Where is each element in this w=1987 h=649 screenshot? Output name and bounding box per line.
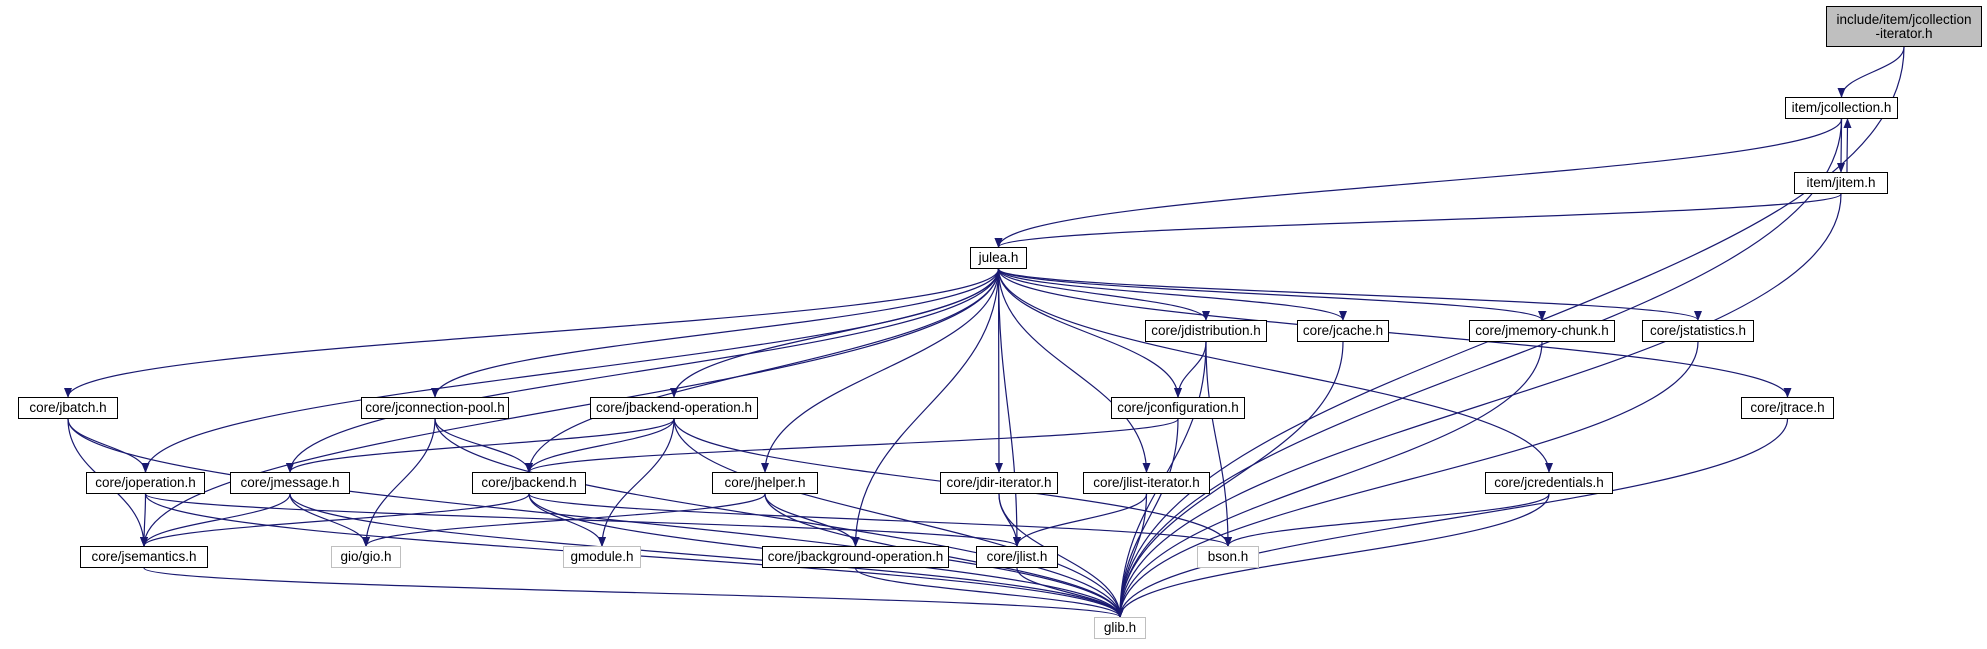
edge-julea-to-jdiriterator bbox=[994, 268, 1003, 473]
node-jmemorychunk[interactable]: core/jmemory-chunk.h bbox=[1469, 320, 1615, 342]
edge-julea-to-jconnectionpool bbox=[431, 268, 1000, 398]
edge-jstatistics-to-glib bbox=[1116, 341, 1699, 618]
edge-jitem-to-jcollection bbox=[1843, 118, 1852, 173]
node-glib: glib.h bbox=[1094, 617, 1146, 639]
edge-jmessage-to-glib bbox=[289, 493, 1124, 618]
node-giogio: gio/gio.h bbox=[331, 546, 401, 568]
node-joperation[interactable]: core/joperation.h bbox=[86, 472, 205, 494]
node-root: include/item/jcollection -iterator.h bbox=[1826, 6, 1982, 47]
edge-jcredentials-to-glib bbox=[1116, 493, 1550, 618]
edge-jlistiterator-to-jlist bbox=[1013, 493, 1148, 547]
node-jmessage[interactable]: core/jmessage.h bbox=[230, 472, 350, 494]
edge-jcache-to-glib bbox=[1116, 341, 1344, 618]
edge-jhelper-to-giogio bbox=[362, 493, 766, 547]
edge-julea-to-jmemorychunk bbox=[997, 268, 1546, 321]
edge-jcollection-to-julea bbox=[994, 118, 1843, 248]
node-jitem[interactable]: item/jitem.h bbox=[1794, 172, 1888, 194]
edge-jdistribution-to-jconfiguration bbox=[1174, 341, 1207, 398]
node-jlist[interactable]: core/jlist.h bbox=[976, 546, 1058, 568]
edge-jlist-to-glib bbox=[1016, 567, 1124, 618]
edge-julea-to-jbgop bbox=[851, 268, 1000, 547]
edge-julea-to-jdistribution bbox=[997, 268, 1210, 321]
edge-jmessage-to-jsemantics bbox=[140, 493, 291, 547]
edge-jdistribution-to-bson bbox=[1205, 341, 1232, 547]
edge-jbackendop-to-gmodule bbox=[598, 418, 675, 547]
edge-julea-to-jstatistics bbox=[997, 268, 1702, 321]
node-jdiriterator[interactable]: core/jdir-iterator.h bbox=[940, 472, 1058, 494]
node-jbatch[interactable]: core/jbatch.h bbox=[18, 397, 118, 419]
node-jhelper[interactable]: core/jhelper.h bbox=[712, 472, 818, 494]
edge-jitem-to-julea bbox=[994, 193, 1842, 248]
edge-jconnectionpool-to-giogio bbox=[362, 418, 436, 547]
node-julea[interactable]: julea.h bbox=[970, 247, 1027, 269]
node-jbackendop[interactable]: core/jbackend-operation.h bbox=[590, 397, 758, 419]
node-jlistiterator[interactable]: core/jlist-iterator.h bbox=[1083, 472, 1210, 494]
edge-julea-to-jconfiguration bbox=[997, 268, 1182, 398]
edge-root-to-jcollection bbox=[1837, 46, 1905, 98]
node-jconfiguration[interactable]: core/jconfiguration.h bbox=[1111, 397, 1245, 419]
edge-jconfiguration-to-jbackend bbox=[525, 418, 1179, 473]
edge-jbgop-to-glib bbox=[854, 567, 1124, 618]
edge-julea-to-jlist bbox=[997, 268, 1021, 547]
edge-jbackend-to-jsemantics bbox=[140, 493, 530, 547]
node-gmodule: gmodule.h bbox=[563, 546, 641, 568]
edge-jhelper-to-jbgop bbox=[764, 493, 860, 547]
edge-jbackendop-to-jbackend bbox=[525, 418, 675, 473]
node-jbgop[interactable]: core/jbackground-operation.h bbox=[762, 546, 949, 568]
edge-jcredentials-to-bson bbox=[1224, 493, 1550, 547]
edge-jitem-to-glib bbox=[1116, 193, 1842, 618]
edge-julea-to-jmessage bbox=[286, 268, 1000, 473]
node-jcache[interactable]: core/jcache.h bbox=[1297, 320, 1389, 342]
edge-jcollection-to-glib bbox=[1116, 118, 1843, 618]
edge-jsemantics-to-glib bbox=[143, 567, 1124, 618]
edge-julea-to-jbackendop bbox=[670, 268, 1000, 398]
node-jcredentials[interactable]: core/jcredentials.h bbox=[1485, 472, 1613, 494]
edge-jconnectionpool-to-glib bbox=[434, 418, 1124, 618]
edge-julea-to-jbatch bbox=[64, 268, 1000, 398]
node-jconnectionpool[interactable]: core/jconnection-pool.h bbox=[361, 397, 509, 419]
node-jtrace[interactable]: core/jtrace.h bbox=[1741, 397, 1834, 419]
node-jbackend[interactable]: core/jbackend.h bbox=[472, 472, 586, 494]
node-jstatistics[interactable]: core/jstatistics.h bbox=[1642, 320, 1754, 342]
node-jsemantics[interactable]: core/jsemantics.h bbox=[80, 546, 208, 568]
edge-julea-to-jcredentials bbox=[997, 268, 1553, 473]
edge-jbackendop-to-jmessage bbox=[286, 418, 675, 473]
node-bson: bson.h bbox=[1197, 546, 1259, 568]
edge-julea-to-jtrace bbox=[997, 268, 1792, 398]
edge-julea-to-jsemantics bbox=[140, 268, 1000, 547]
edge-jmemorychunk-to-glib bbox=[1116, 341, 1543, 618]
edge-julea-to-jcache bbox=[997, 268, 1347, 321]
node-jcollection[interactable]: item/jcollection.h bbox=[1785, 97, 1898, 119]
node-jdistribution[interactable]: core/jdistribution.h bbox=[1145, 320, 1267, 342]
edge-julea-to-jlistiterator bbox=[997, 268, 1151, 473]
edge-julea-to-jbackend bbox=[525, 268, 1000, 473]
edge-jtrace-to-glib bbox=[1116, 418, 1789, 618]
edge-julea-to-jhelper bbox=[761, 268, 1000, 473]
edge-jdiriterator-to-glib bbox=[998, 493, 1124, 618]
